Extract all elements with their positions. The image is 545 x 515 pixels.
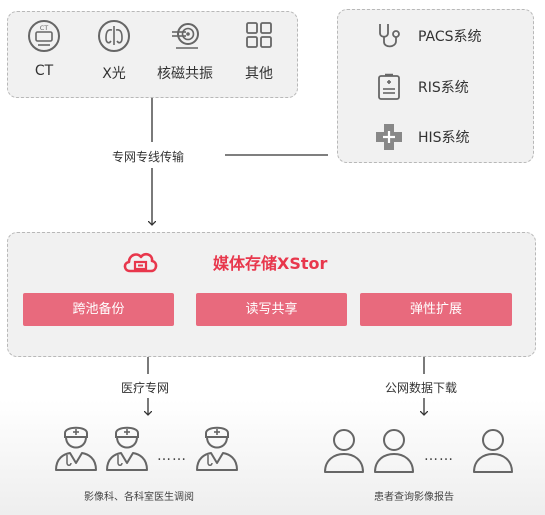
grid-apps-icon xyxy=(242,19,276,53)
system-label: HIS系统 xyxy=(418,130,470,146)
feature-read-write-sharing: 读写共享 xyxy=(196,293,347,326)
dedicated-line-label: 专网专线传输 xyxy=(112,150,185,164)
svg-text:CT: CT xyxy=(40,24,49,32)
patients-ellipsis: …… xyxy=(424,448,454,464)
device-other: 其他 xyxy=(229,19,289,83)
systems-group: PACS系统 RIS系统 HIS系统 xyxy=(337,9,534,163)
device-label: 核磁共振 xyxy=(157,66,213,82)
medical-cross-icon xyxy=(374,122,404,152)
medical-network-label: 医疗专网 xyxy=(121,381,170,395)
system-ris: RIS系统 xyxy=(374,71,469,103)
mri-scanner-icon xyxy=(168,19,202,53)
public-download-label: 公网数据下载 xyxy=(385,381,458,395)
device-label: X光 xyxy=(102,66,126,82)
doctor-icon xyxy=(196,426,238,471)
feature-elastic-scaling: 弹性扩展 xyxy=(360,293,512,326)
clipboard-icon xyxy=(374,72,404,102)
device-label: 其他 xyxy=(245,66,273,82)
patients-caption: 患者查询影像报告 xyxy=(374,492,454,503)
ct-scanner-icon: CT xyxy=(27,19,61,53)
cloud-storage-icon xyxy=(121,246,159,276)
system-label: PACS系统 xyxy=(418,29,482,45)
xstor-title: 媒体存储XStor xyxy=(213,254,328,273)
xray-chest-icon xyxy=(97,19,131,53)
doctors-ellipsis: …… xyxy=(157,448,187,464)
device-mri: 核磁共振 xyxy=(155,19,215,83)
device-xray: X光 xyxy=(84,19,144,83)
system-label: RIS系统 xyxy=(418,80,469,96)
doctor-icon xyxy=(106,426,148,471)
feature-cross-pool-backup: 跨池备份 xyxy=(23,293,174,326)
system-pacs: PACS系统 xyxy=(374,20,482,52)
patient-icon xyxy=(473,429,513,473)
device-label: CT xyxy=(34,63,54,79)
doctor-icon xyxy=(55,426,97,471)
system-his: HIS系统 xyxy=(374,121,470,153)
patient-icon xyxy=(374,429,414,473)
device-ct: CT CT xyxy=(14,19,74,79)
devices-group: CT CT X光 核磁共振 xyxy=(7,11,298,98)
doctors-caption: 影像科、各科室医生调阅 xyxy=(84,492,194,503)
stethoscope-icon xyxy=(374,21,404,51)
patient-icon xyxy=(324,429,364,473)
